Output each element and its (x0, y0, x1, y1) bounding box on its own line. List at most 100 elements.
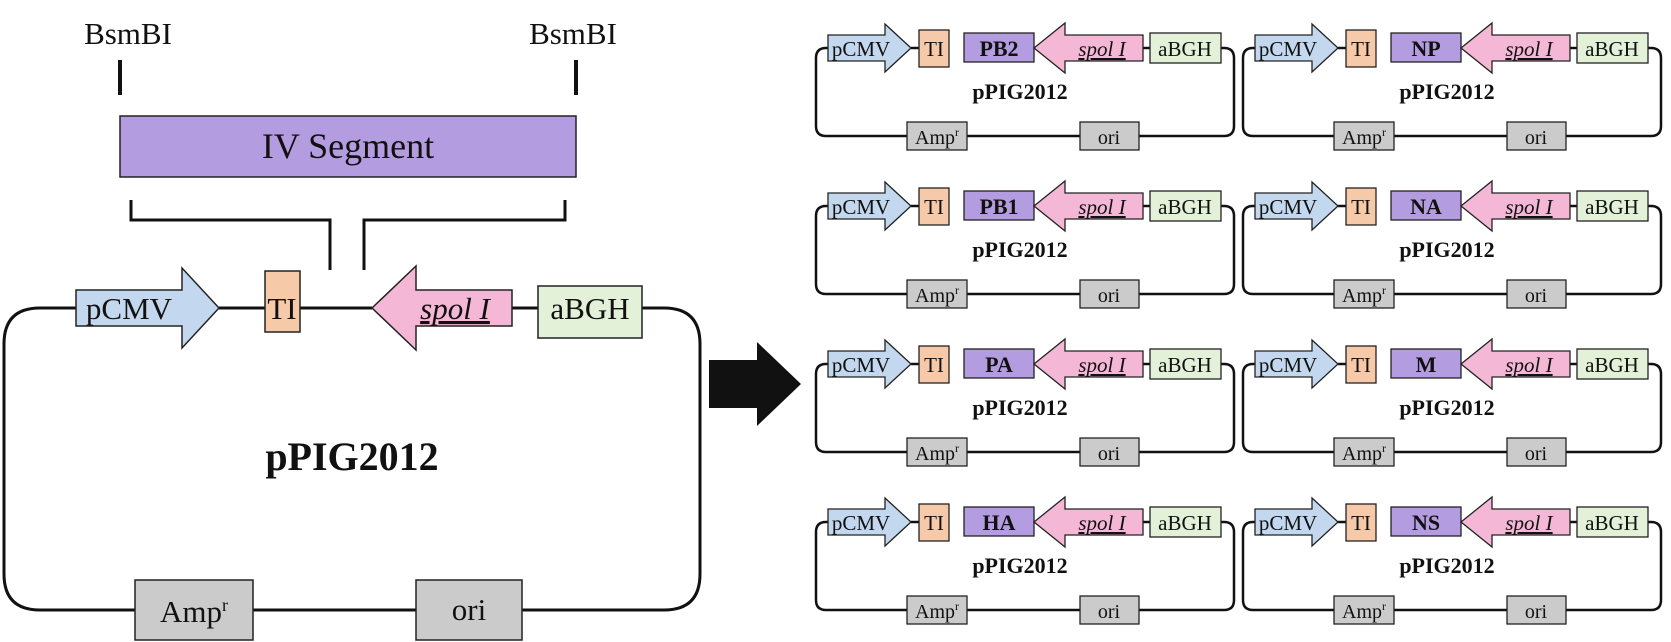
abgh-box (1576, 506, 1649, 538)
ori-box (1506, 595, 1567, 625)
segment-label: PB1 (979, 194, 1018, 219)
ti-box (1345, 503, 1377, 542)
backbone (1241, 520, 1663, 612)
backbone (1241, 362, 1663, 454)
ti-box (1345, 187, 1377, 226)
ti-box (918, 345, 950, 384)
segment-label: PA (985, 352, 1013, 377)
pcmv-arrow (1254, 180, 1339, 232)
pcmv-arrow (1254, 22, 1339, 74)
ori-label: ori (1525, 285, 1548, 307)
backbone (814, 46, 1236, 138)
pcmv-arrow (827, 22, 912, 74)
abgh-box (1149, 32, 1222, 64)
abgh-label: aBGH (1158, 353, 1212, 377)
abgh-label: aBGH (1158, 37, 1212, 61)
plasmid-name: pPIG2012 (1399, 395, 1494, 420)
main-spol-label: spol I (420, 291, 491, 326)
spol-arrow (1459, 495, 1571, 549)
transition-arrow (709, 342, 801, 426)
pcmv-arrow (827, 180, 912, 232)
spol-label: spol I (1505, 353, 1553, 377)
plasmid-name: pPIG2012 (1399, 237, 1494, 262)
abgh-label: aBGH (1158, 195, 1212, 219)
segment-box (1390, 190, 1462, 221)
ampr-label: Ampr (915, 441, 959, 465)
pcmv-label: pCMV (1259, 195, 1317, 219)
ti-label: TI (1351, 37, 1371, 61)
pcmv-label: pCMV (832, 37, 890, 61)
main-spol-arrow (370, 264, 513, 352)
ampr-box (1333, 437, 1395, 467)
ampr-label: Ampr (1342, 441, 1386, 465)
segment-label: PB2 (979, 36, 1018, 61)
spol-arrow (1032, 495, 1144, 549)
bsmbi-site-left-label: BsmBI (84, 16, 172, 51)
spol-arrow (1032, 21, 1144, 75)
ampr-box (1333, 595, 1395, 625)
main-ori-label: ori (452, 592, 487, 627)
main-abgh-box (537, 285, 643, 339)
main-plasmid-backbone (2, 306, 702, 612)
abgh-label: aBGH (1585, 511, 1639, 535)
ori-label: ori (1098, 443, 1121, 465)
plasmid-name: pPIG2012 (1399, 553, 1494, 578)
abgh-label: aBGH (1585, 353, 1639, 377)
ampr-box (906, 279, 968, 309)
pcmv-label: pCMV (832, 511, 890, 535)
main-ori-box (415, 579, 523, 641)
spol-arrow (1032, 179, 1144, 233)
ori-box (1079, 279, 1140, 309)
main-pcmv-label: pCMV (86, 291, 173, 326)
pcmv-label: pCMV (832, 353, 890, 377)
ori-box (1079, 121, 1140, 151)
iv-segment-box (119, 115, 577, 178)
plasmid-name: pPIG2012 (972, 553, 1067, 578)
spol-label: spol I (1505, 511, 1553, 535)
ampr-box (906, 121, 968, 151)
spol-label: spol I (1505, 195, 1553, 219)
abgh-box (1576, 32, 1649, 64)
pcmv-arrow (827, 338, 912, 390)
segment-box (963, 506, 1035, 537)
spol-arrow (1032, 337, 1144, 391)
spol-arrow (1459, 21, 1571, 75)
ori-box (1506, 279, 1567, 309)
pcmv-label: pCMV (1259, 37, 1317, 61)
spol-label: spol I (1078, 37, 1126, 61)
backbone (1241, 46, 1663, 138)
ti-label: TI (1351, 511, 1371, 535)
ori-label: ori (1525, 127, 1548, 149)
main-ampr-label: Ampr (160, 594, 228, 629)
ti-box (918, 187, 950, 226)
ampr-box (1333, 279, 1395, 309)
main-ti-box (264, 270, 301, 333)
main-abgh-label: aBGH (550, 291, 629, 326)
bsmbi-site-right-label: BsmBI (529, 16, 617, 51)
ti-box (918, 503, 950, 542)
spol-label: spol I (1505, 37, 1553, 61)
abgh-box (1576, 348, 1649, 380)
backbone (814, 204, 1236, 296)
main-vector: BsmBI BsmBI IV Segment pCMV TI spol I aB… (2, 16, 702, 641)
ori-label: ori (1525, 601, 1548, 623)
iv-segment-label: IV Segment (262, 126, 434, 166)
abgh-label: aBGH (1585, 37, 1639, 61)
main-ti-label: TI (267, 291, 296, 326)
ti-label: TI (924, 353, 944, 377)
ti-box (1345, 345, 1377, 384)
ti-label: TI (1351, 353, 1371, 377)
ampr-box (906, 595, 968, 625)
ampr-box (1333, 121, 1395, 151)
abgh-box (1149, 348, 1222, 380)
backbone (814, 520, 1236, 612)
ti-label: TI (924, 195, 944, 219)
ori-box (1506, 121, 1567, 151)
segment-label: NA (1410, 194, 1442, 219)
